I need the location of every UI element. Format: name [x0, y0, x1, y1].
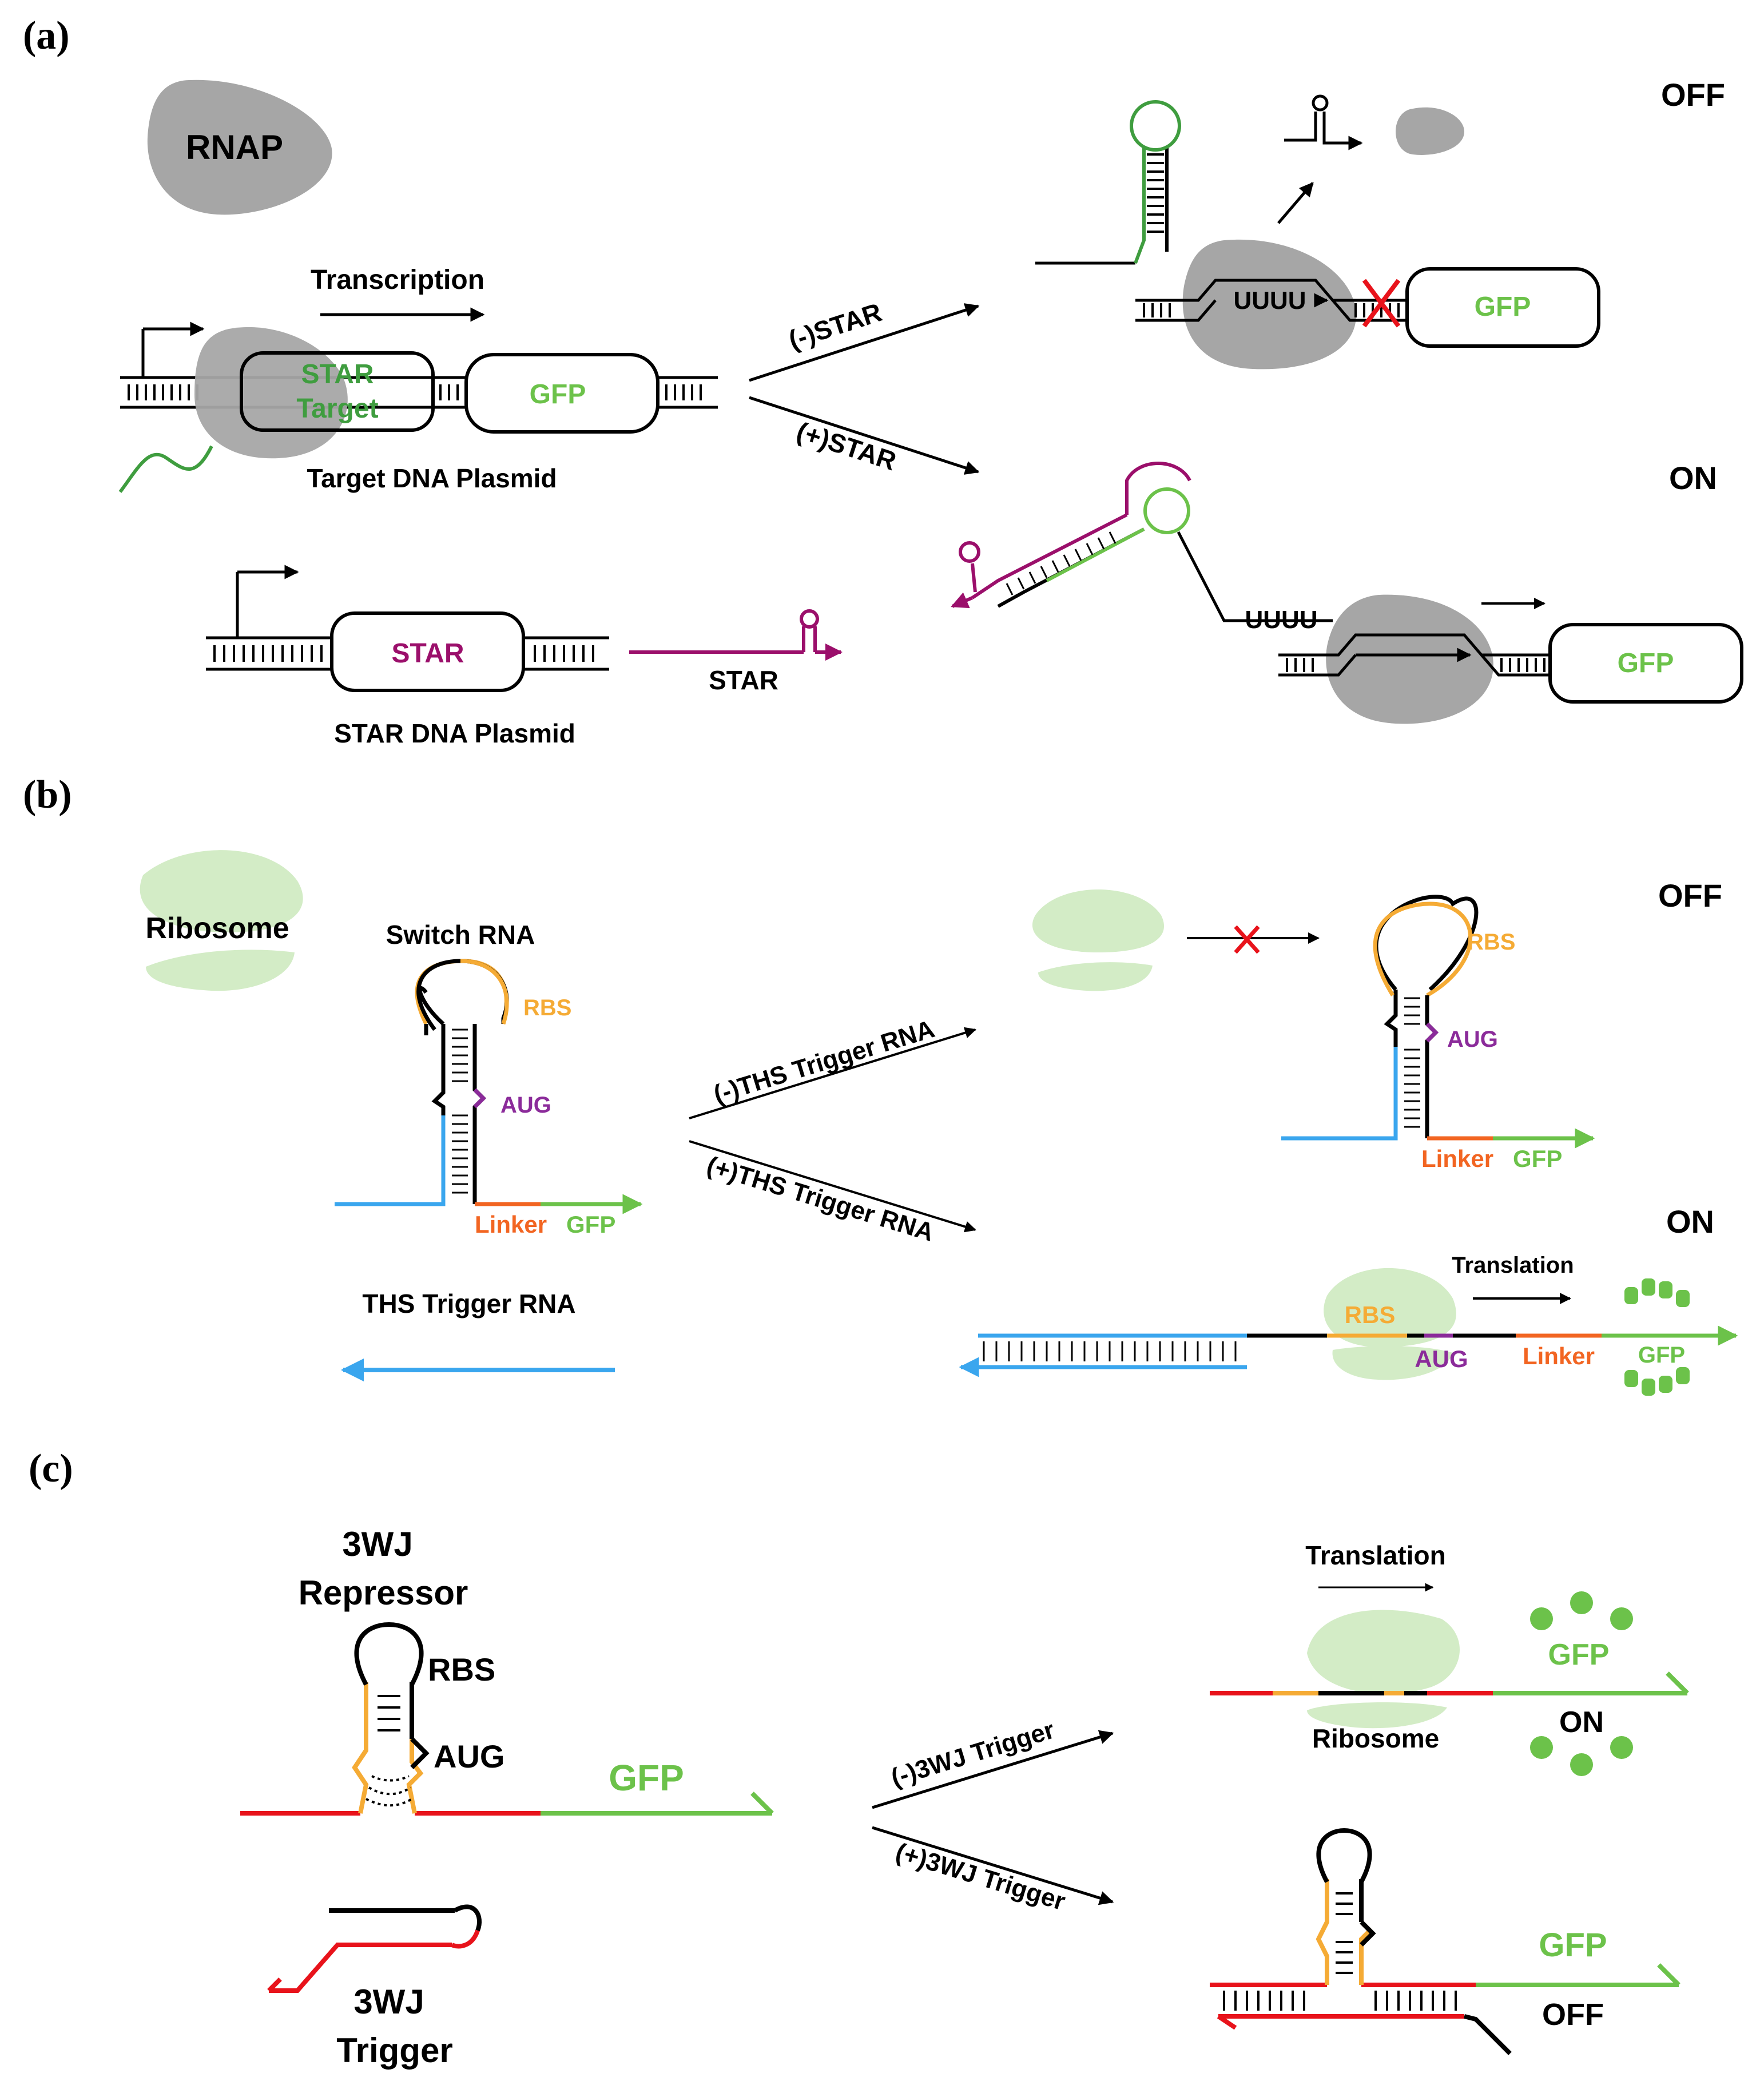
on-linker-label: Linker — [1523, 1343, 1595, 1369]
rnap-blob — [147, 80, 332, 215]
panel-c-label: (c) — [29, 1447, 73, 1491]
star-plasmid-label: STAR DNA Plasmid — [334, 718, 575, 748]
a-off-state — [1035, 94, 1600, 370]
off-rbs-label: RBS — [1467, 930, 1515, 955]
target-plasmid-label: Target DNA Plasmid — [307, 463, 557, 493]
star-box-label: STAR — [391, 638, 464, 669]
repressor-label-2: Repressor — [299, 1574, 468, 1612]
plus-ths-arrow — [689, 1140, 976, 1233]
off-linker-label: Linker — [1421, 1145, 1493, 1172]
gfp-box-label: GFP — [530, 379, 586, 410]
b-translation-label: Translation — [1452, 1253, 1574, 1278]
a-on-gfp: GFP — [1618, 648, 1674, 678]
a-on-label: ON — [1669, 460, 1717, 496]
off-gfp-label: GFP — [1513, 1145, 1562, 1172]
a-off-gfp: GFP — [1475, 292, 1531, 322]
c-on-label: ON — [1559, 1706, 1604, 1739]
minus-trigger-arrow — [872, 1730, 1114, 1809]
c-translation-label: Translation — [1305, 1540, 1445, 1570]
b-on-state — [959, 1268, 1738, 1396]
minus-ths-label: (-)THS Trigger RNA — [710, 1015, 938, 1109]
a-off-label: OFF — [1661, 77, 1725, 113]
repressor-gfp-label: GFP — [609, 1757, 684, 1798]
rnap-bound-blob — [194, 327, 348, 459]
c-ribosome-label: Ribosome — [1312, 1723, 1439, 1753]
repressor-label-1: 3WJ — [342, 1525, 412, 1563]
b-off-state — [1032, 889, 1595, 1149]
minus-trigger-label: (-)3WJ Trigger — [888, 1715, 1058, 1792]
minus-ths-arrow — [689, 1027, 976, 1119]
b-off-label: OFF — [1658, 877, 1722, 914]
a-on-state — [951, 462, 1743, 724]
three-wj-trigger — [267, 1904, 482, 1993]
minus-star-label: (-)STAR — [785, 297, 885, 355]
on-rbs-label: RBS — [1345, 1301, 1396, 1328]
ribosome-small — [146, 950, 295, 991]
transcription-label: Transcription — [311, 265, 484, 295]
minus-star-arrow — [749, 303, 980, 382]
c-on-state: Translation — [1210, 1540, 1689, 1776]
plus-star-arrow — [749, 396, 980, 475]
panel-a: (a) RNAP Transcription STAR Target GFP T… — [23, 14, 1743, 748]
star-rna — [629, 609, 843, 661]
c-off-label: OFF — [1542, 1997, 1604, 2032]
switch-rbs-label: RBS — [523, 995, 571, 1020]
panel-c: (c) 3WJ Repressor RBS AUG GFP — [29, 1447, 1689, 2070]
panel-b-label: (b) — [23, 773, 72, 817]
on-aug-label: AUG — [1415, 1345, 1468, 1372]
plus-ths-label: (+)THS Trigger RNA — [704, 1151, 937, 1246]
plus-trigger-arrow — [872, 1826, 1114, 1905]
repressor-rbs-label: RBS — [428, 1651, 495, 1687]
switch-rna-label: Switch RNA — [386, 920, 535, 950]
three-wj-repressor — [240, 1622, 774, 1816]
trigger-label-2: Trigger — [336, 2031, 452, 2070]
star-dna-plasmid — [206, 565, 609, 692]
c-off-state — [1210, 1828, 1680, 2055]
repressor-aug-label: AUG — [434, 1738, 504, 1774]
star-rna-label: STAR — [709, 665, 778, 695]
ths-trigger-label: THS Trigger RNA — [362, 1289, 575, 1318]
panel-a-label: (a) — [23, 14, 70, 58]
rnap-label: RNAP — [186, 128, 283, 166]
switch-aug-label: AUG — [500, 1093, 551, 1118]
a-on-uuuu: UUUU — [1245, 606, 1317, 634]
off-aug-label: AUG — [1447, 1027, 1498, 1052]
plus-star-label: (+)STAR — [793, 416, 900, 476]
c-on-gfp-label: GFP — [1548, 1638, 1610, 1671]
trigger-label-1: 3WJ — [353, 1983, 424, 2021]
b-on-label: ON — [1666, 1204, 1714, 1240]
switch-linker-label: Linker — [475, 1211, 547, 1238]
plus-trigger-label: (+)3WJ Trigger — [892, 1838, 1068, 1916]
panel-b: (b) Ribosome Switch RNA RBS AUG Linker G — [23, 773, 1738, 1396]
star-target-label-1: STAR — [301, 359, 374, 390]
a-off-uuuu: UUUU — [1233, 287, 1306, 315]
ribosome-label: Ribosome — [145, 912, 289, 945]
c-off-gfp-label: GFP — [1539, 1927, 1607, 1964]
star-target-label-2: Target — [296, 394, 378, 424]
ribosome-large — [140, 850, 303, 932]
on-gfp-label: GFP — [1638, 1343, 1685, 1368]
target-dna-plasmid — [118, 321, 718, 493]
switch-rna — [335, 959, 643, 1214]
switch-gfp-label: GFP — [566, 1211, 615, 1238]
